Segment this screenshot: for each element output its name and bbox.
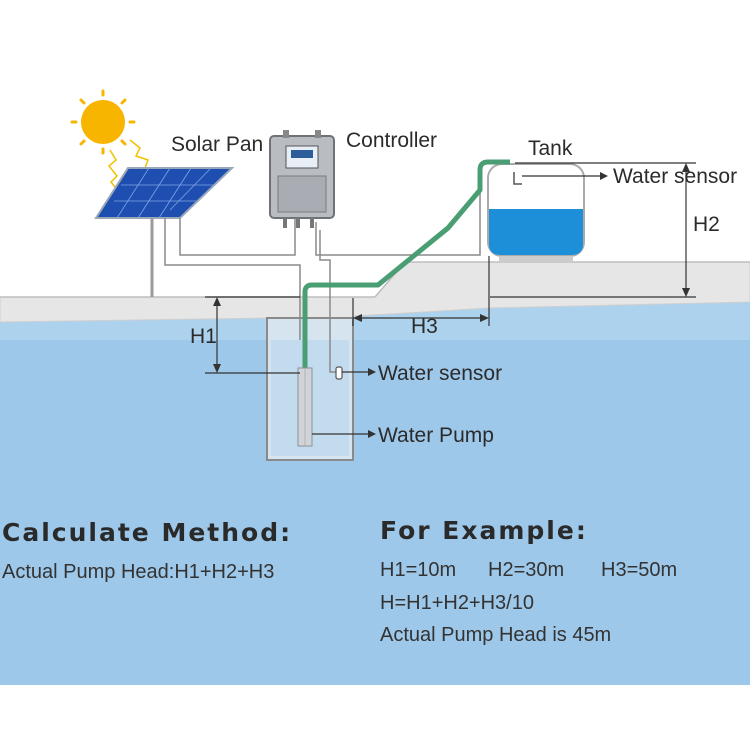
- sun-ray-icon: [129, 139, 157, 171]
- well-water-sensor-label: Water sensor: [378, 362, 503, 385]
- controller-icon: [269, 130, 335, 228]
- tank-label: Tank: [528, 137, 573, 160]
- h3-dimension: [352, 256, 490, 326]
- h2-label: H2: [693, 213, 720, 236]
- example-h1-value: H1=10m: [380, 559, 457, 581]
- controller-label: Controller: [346, 129, 438, 152]
- pump-arrowhead: [368, 430, 376, 438]
- h1-dimension: [205, 296, 300, 374]
- calculate-method-heading: Calculate Method:: [2, 518, 293, 547]
- tank-water-sensor-label: Water sensor: [613, 165, 738, 188]
- solar-panel-icon: [94, 167, 235, 297]
- sun-ray-icon: [107, 149, 120, 193]
- sun-icon: [70, 89, 136, 155]
- h1-label: H1: [190, 325, 217, 348]
- example-result: Actual Pump Head is 45m: [380, 624, 612, 646]
- tank-sensor-arrowhead: [600, 172, 608, 180]
- water-pump-label: Water Pump: [378, 424, 494, 447]
- solar-panel-label: Solar Pan: [171, 133, 264, 156]
- example-h3-value: H3=50m: [601, 559, 678, 581]
- calculate-formula: Actual Pump Head:H1+H2+H3: [2, 561, 275, 583]
- well-sensor-arrowhead: [368, 368, 376, 376]
- water-body: [0, 300, 750, 685]
- well-sensor-icon: [335, 366, 343, 380]
- tank-sensor-icon: [513, 172, 522, 185]
- water-tank-icon: [487, 163, 585, 262]
- h3-label: H3: [411, 315, 438, 338]
- example-heading: For Example:: [380, 516, 588, 545]
- water-pump-icon: [297, 367, 313, 447]
- h2-dimension: [490, 162, 696, 298]
- example-h2-value: H2=30m: [488, 559, 565, 581]
- water-pipe: [302, 159, 510, 420]
- wiring: [164, 170, 481, 373]
- example-formula: H=H1+H2+H3/10: [380, 592, 534, 614]
